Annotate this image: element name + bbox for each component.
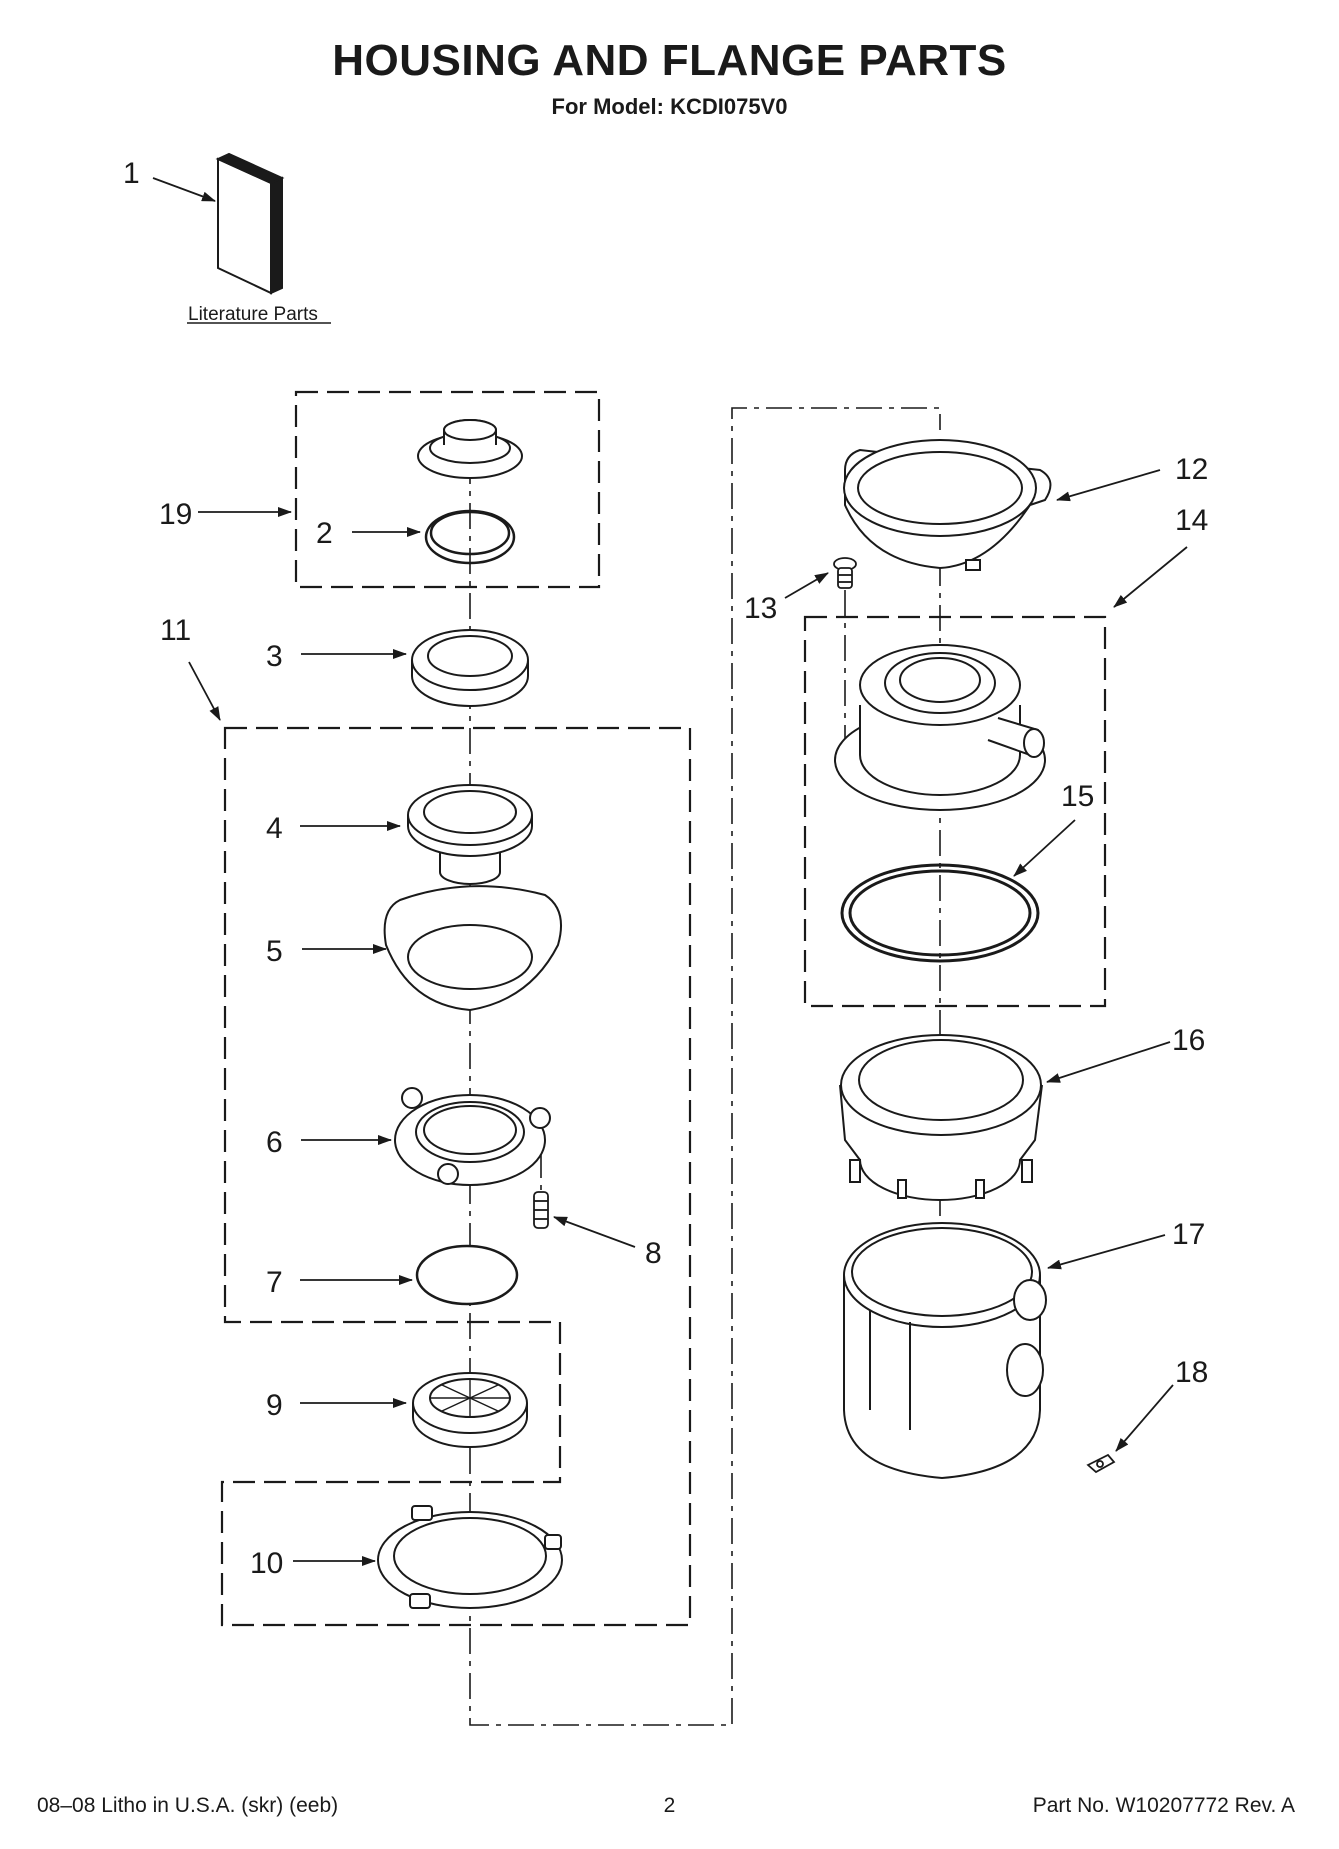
leader-12 [1056,469,1161,502]
leader-8 [553,1216,636,1248]
part-4-sink-flange [407,784,533,885]
part-3-mounting-gasket [411,629,529,707]
part-7-snap-ring [415,1244,519,1306]
callout-2: 2 [316,517,333,550]
part-10-clamp-ring [377,1505,563,1609]
part-12-top-housing [843,439,1052,571]
callout-17: 17 [1172,1218,1205,1251]
group-14-box [803,615,1107,1008]
footer-page-number: 2 [663,1794,676,1817]
leader-18 [1115,1384,1174,1452]
footer-litho-note: 08–08 Litho in U.S.A. (skr) (eeb) [37,1794,339,1817]
callout-1: 1 [123,157,140,190]
part-18-clip [1086,1453,1116,1474]
leader-16 [1046,1041,1171,1083]
callout-15: 15 [1061,780,1094,813]
callout-6: 6 [266,1126,283,1159]
model-subtitle: For Model: KCDI075V0 [551,94,788,119]
part-14-upper-housing [834,644,1046,811]
part-9-splash-guard [412,1372,528,1448]
callout-7: 7 [266,1266,283,1299]
part-8-screw [533,1191,549,1229]
callout-11: 11 [160,614,191,647]
part-stopper [417,419,523,479]
page-title: HOUSING AND FLANGE PARTS [332,36,1007,85]
callout-10: 10 [250,1547,283,1580]
callout-8: 8 [645,1237,662,1270]
part-16-housing-frame [839,1034,1043,1201]
part-2-gasket [424,509,516,565]
footer-part-number: Part No. W10207772 Rev. A [1032,1794,1295,1817]
callout-3: 3 [266,640,283,673]
callout-9: 9 [266,1389,283,1422]
leader-11 [188,661,221,721]
part-6-mounting-ring [394,1087,551,1186]
callout-14: 14 [1175,504,1208,537]
leader-15 [1013,819,1076,877]
callout-12: 12 [1175,453,1208,486]
callout-4: 4 [266,812,283,845]
callout-16: 16 [1172,1024,1205,1057]
leader-14 [1113,546,1188,608]
group-11-box [220,726,692,1627]
literature-parts-label: Literature Parts [188,304,318,325]
part-1-literature [215,152,285,295]
part-13-screw [833,557,857,589]
callout-19: 19 [159,498,192,531]
group-19-box [294,390,601,589]
callout-13: 13 [744,592,777,625]
callout-18: 18 [1175,1356,1208,1389]
leader-1 [152,177,216,202]
column-link-line [469,407,941,1726]
leader-13 [784,572,829,599]
callout-5: 5 [266,935,283,968]
leader-17 [1047,1234,1166,1270]
part-15-o-ring [840,863,1040,963]
part-5-backup-ring [383,885,562,1012]
part-17-lower-housing [843,1222,1047,1480]
